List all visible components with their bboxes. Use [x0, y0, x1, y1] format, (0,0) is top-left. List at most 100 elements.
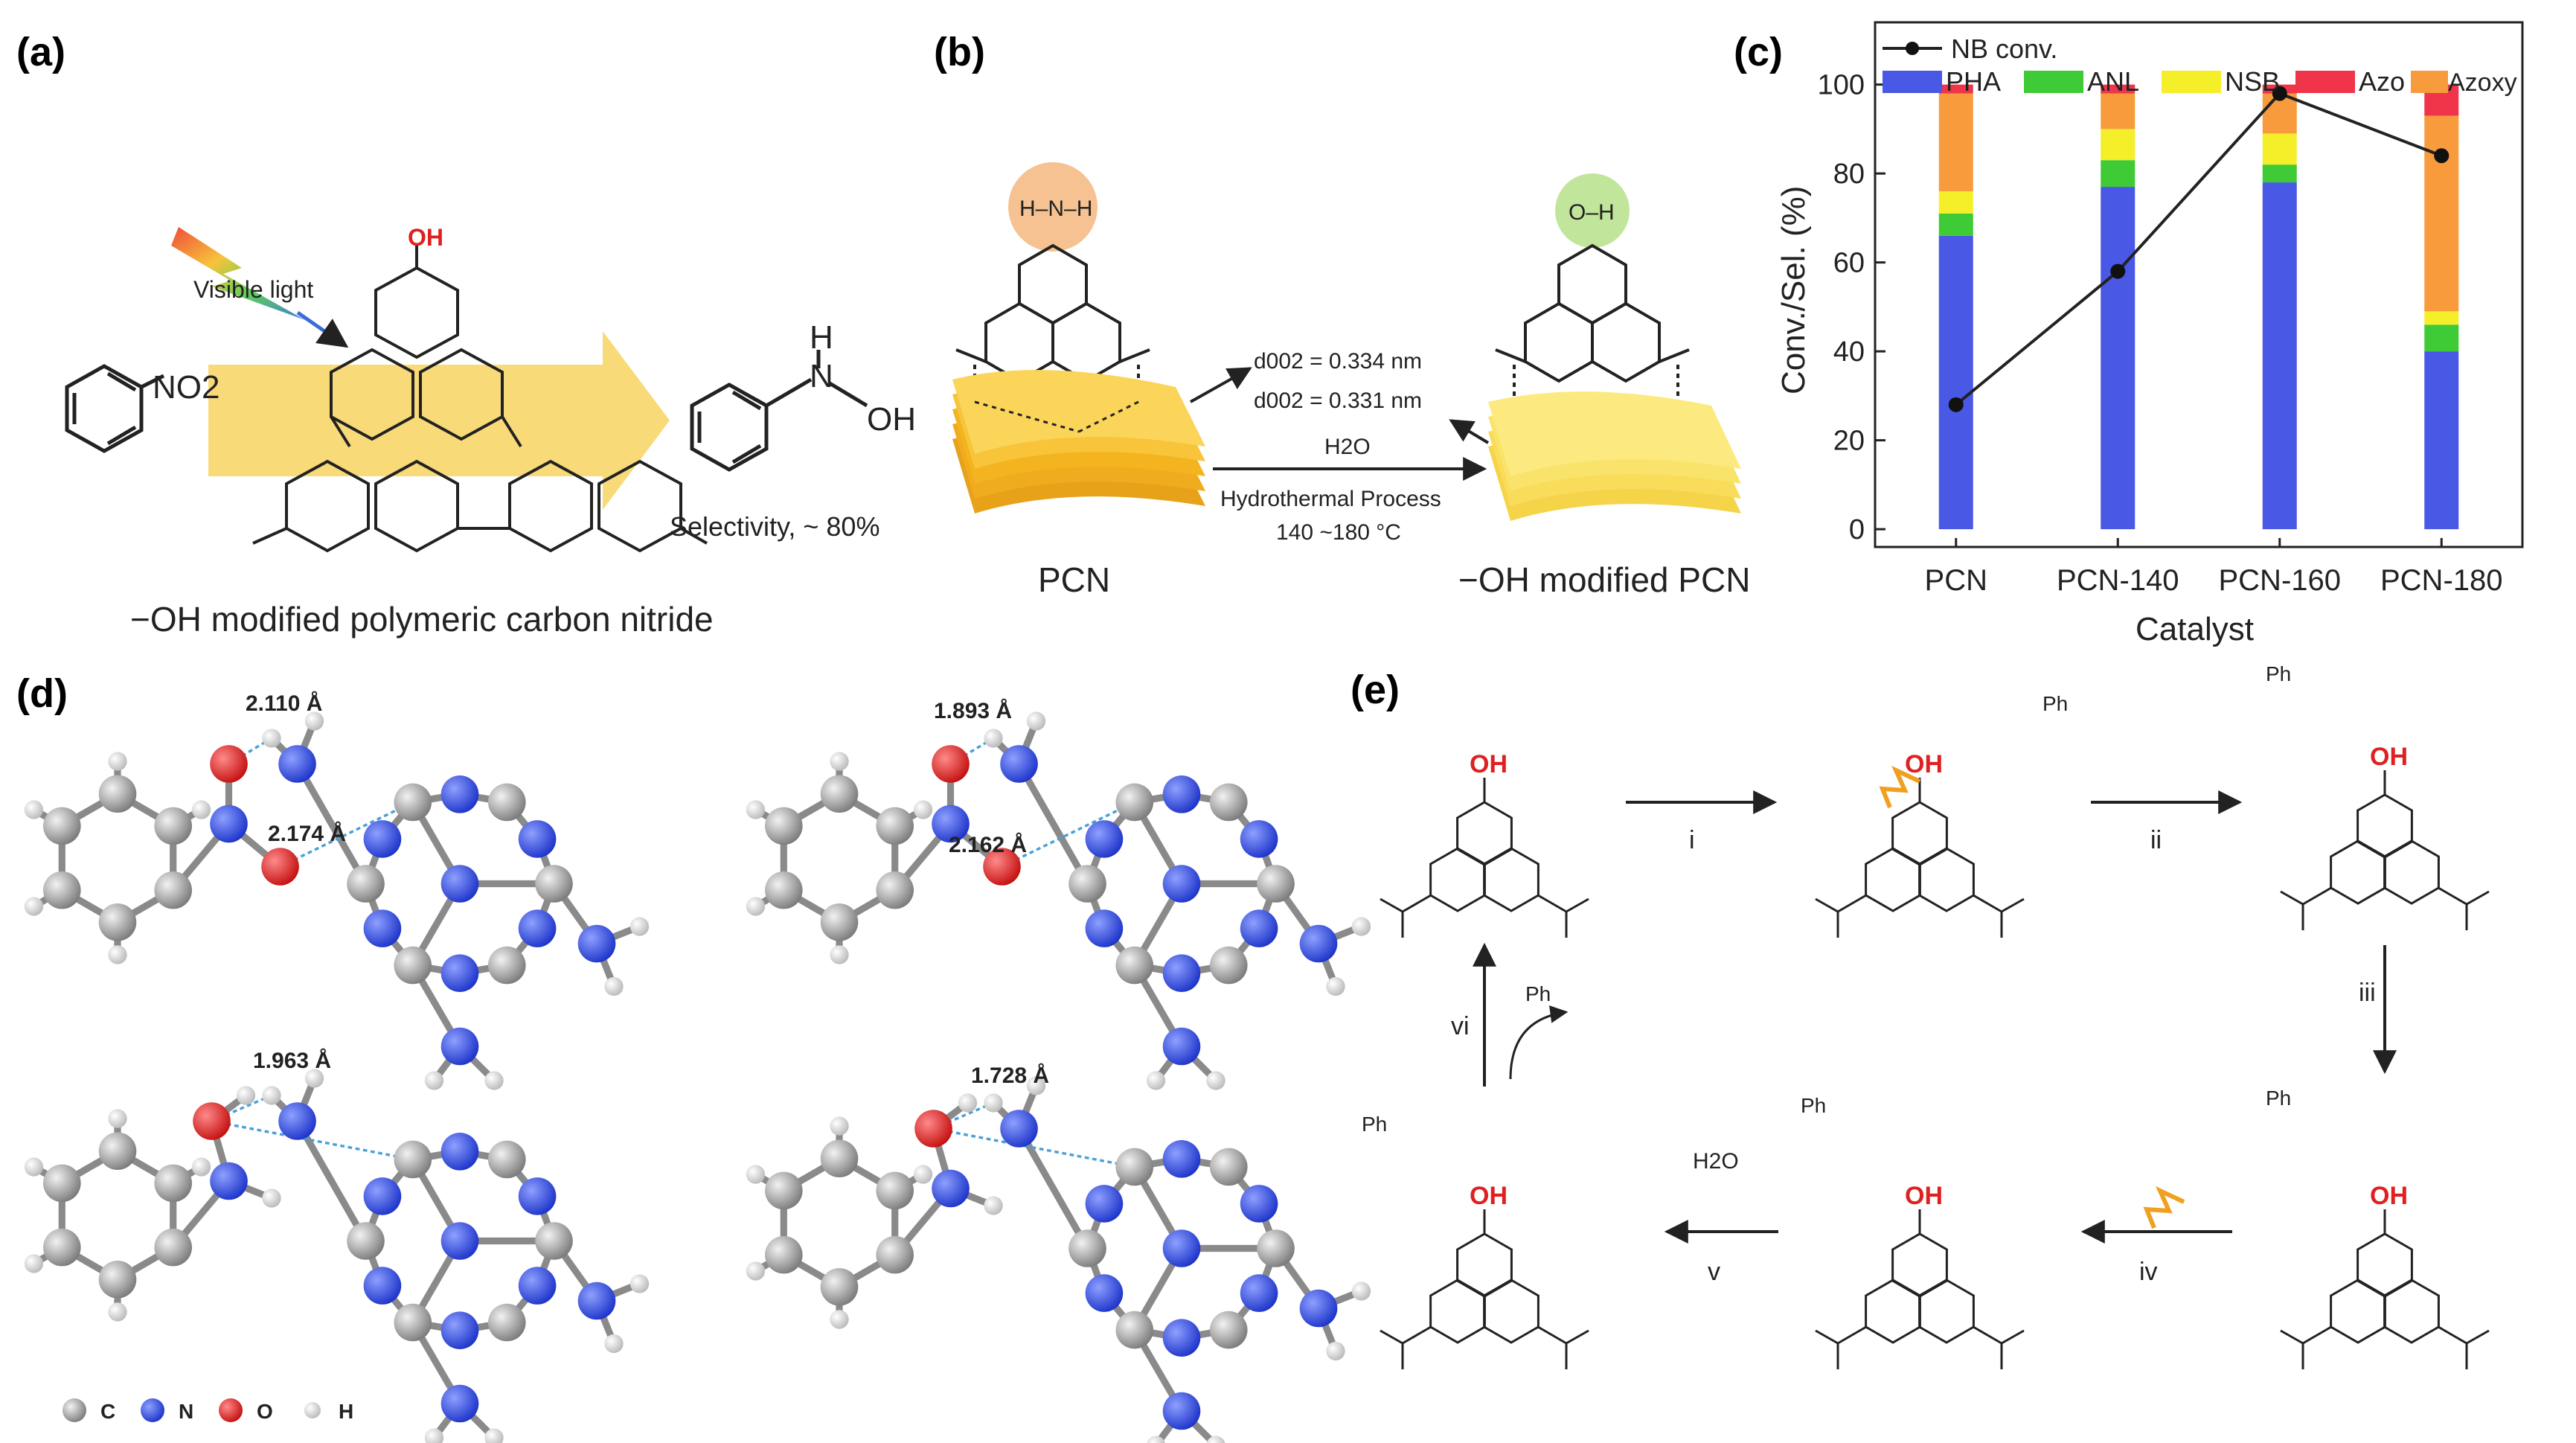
- atom-h: [984, 1093, 1003, 1113]
- atom-h: [24, 800, 44, 819]
- x-tick-label: PCN: [1925, 564, 1987, 597]
- d-spacing-2: d002 = 0.331 nm: [1254, 388, 1422, 413]
- atom-h: [1206, 1071, 1225, 1090]
- bar-azoxy-pcn: [1938, 93, 1973, 192]
- water-label: H2O: [1693, 1149, 1739, 1174]
- atom-h: [1026, 711, 1046, 731]
- molecule-model: [746, 1076, 1371, 1443]
- bar-anl-pcn-160: [2262, 164, 2297, 183]
- atom-h: [913, 800, 933, 819]
- atom-n: [518, 909, 557, 947]
- atom-h: [830, 1310, 849, 1329]
- atom-o: [193, 1102, 231, 1140]
- atom-h: [484, 1071, 504, 1090]
- atom-n: [440, 1133, 479, 1171]
- bar-pha-pcn-160: [2262, 182, 2297, 530]
- atom-o: [932, 745, 970, 783]
- atom-n: [1162, 954, 1201, 992]
- hydrogen-bond: [1001, 801, 1135, 868]
- bar-nsb-pcn-180: [2424, 311, 2459, 325]
- atom-c: [347, 1222, 385, 1260]
- atom-h: [484, 1428, 504, 1443]
- oh-group-label: OH: [2370, 1182, 2408, 1210]
- atom-c: [487, 783, 526, 822]
- atom-h: [1326, 976, 1345, 996]
- atom-n: [363, 820, 402, 858]
- atom-n: [518, 820, 557, 858]
- atom-c: [394, 1140, 432, 1179]
- atom-n: [577, 924, 616, 963]
- atom-c: [1209, 783, 1248, 822]
- d-spacing-arrow-left: [1190, 367, 1252, 403]
- atom-n: [1162, 865, 1201, 903]
- atom-n: [1162, 1229, 1201, 1267]
- atom-h: [629, 917, 650, 936]
- distance-5: 1.963 Å: [253, 1049, 331, 1073]
- atom-n: [278, 1102, 316, 1140]
- atom-c: [820, 775, 859, 813]
- atom-n: [1162, 1027, 1201, 1066]
- atom-c: [1115, 1311, 1154, 1349]
- step-vi-label: vi: [1451, 1012, 1470, 1040]
- heptazine-structure-1: [1380, 778, 1589, 938]
- lightning-icon-e1: [1879, 765, 1921, 809]
- heptazine-structure-4: [2280, 1209, 2490, 1369]
- atom-n: [1162, 775, 1201, 813]
- atom-c: [535, 1222, 573, 1260]
- d-spacing-arrow-right: [1449, 419, 1490, 444]
- atom-h: [604, 976, 624, 996]
- panel-b-letter: (b): [934, 30, 985, 74]
- x-tick-label: PCN-140: [2057, 564, 2179, 597]
- atom-c: [820, 1139, 859, 1178]
- pcn-label: PCN: [1038, 560, 1110, 599]
- atom-h: [236, 1086, 256, 1105]
- atom-n: [518, 1267, 557, 1305]
- hydroxyl-highlight: [1555, 173, 1630, 248]
- atom-n: [932, 1169, 970, 1208]
- atom-h: [108, 752, 127, 771]
- chart-legend: NB conv. PHA ANL NSB Azo Azoxy: [1883, 33, 2517, 97]
- atom-h: [108, 1109, 127, 1128]
- atom-n: [1162, 1319, 1201, 1357]
- ph-label-vi: Ph: [1525, 982, 1551, 1005]
- molecular-models: [24, 711, 1371, 1443]
- atom-n: [1240, 1185, 1278, 1223]
- heptazine-structure-3: [2280, 770, 2490, 930]
- atom-legend-o: O: [257, 1400, 273, 1423]
- legend-azo: Azo: [2359, 66, 2405, 97]
- legend-swatch-pha: [1883, 71, 1942, 93]
- atom-n: [440, 954, 479, 992]
- atom-o: [210, 745, 248, 783]
- atom-h: [746, 1261, 766, 1281]
- oh-pcn-label: −OH modified PCN: [1458, 560, 1750, 599]
- atom-c: [487, 946, 526, 985]
- atom-n: [440, 1222, 479, 1260]
- atom-h: [984, 1196, 1003, 1215]
- step-v-label: v: [1708, 1258, 1720, 1286]
- oh-group-label: OH: [1470, 1182, 1508, 1210]
- oh-group-label: OH: [2370, 743, 2408, 771]
- y-tick-label: 60: [1833, 248, 1865, 279]
- atom-n: [1240, 909, 1278, 947]
- atom-h: [958, 1093, 978, 1113]
- atom-n: [1240, 820, 1278, 858]
- panel-a-caption: −OH modified polymeric carbon nitride: [130, 600, 714, 639]
- ph-label-v2: Ph: [1801, 1094, 1826, 1117]
- atom-n: [1299, 924, 1338, 963]
- bar-azo-pcn: [1938, 84, 1973, 94]
- atom-c: [1257, 1229, 1295, 1267]
- step-iii-label: iii: [2359, 979, 2376, 1007]
- ph-label-v: Ph: [1362, 1113, 1387, 1136]
- atom-c: [43, 871, 81, 909]
- nb-conv-point: [1948, 397, 1964, 412]
- chart-ylabel: Conv./Sel. (%): [1775, 186, 1812, 394]
- lightning-icon-e2: [2143, 1186, 2185, 1229]
- atom-c: [154, 1228, 192, 1267]
- temperature-label: 140 ~180 °C: [1276, 520, 1401, 545]
- phenylhydroxylamine-structure: [690, 350, 868, 472]
- y-tick-label: 100: [1818, 70, 1865, 101]
- bond: [294, 762, 369, 886]
- distance-3: 1.893 Å: [934, 699, 1012, 723]
- panel-d: (d) 2.110 Å 2.174 Å 1.893 Å 2.162 Å 1.96…: [16, 671, 1371, 1443]
